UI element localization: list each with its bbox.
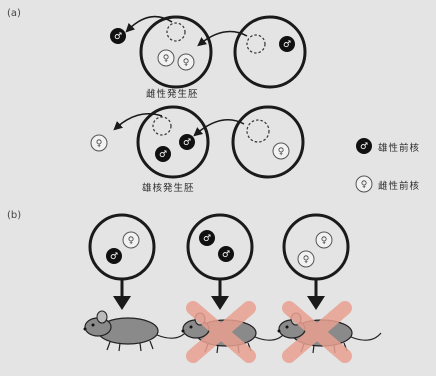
- donor-empty-slot-2: [247, 120, 269, 142]
- gynogenote-arrow: [307, 279, 325, 310]
- normal-zygote: [90, 215, 154, 279]
- expelled-female-pronucleus: [91, 135, 107, 151]
- recipient-male-pronucleus-1: [179, 134, 195, 150]
- donor-male-pronucleus: [279, 36, 295, 52]
- androgenote-construction: [91, 107, 303, 177]
- androgenote-caption: 雄核発生胚: [142, 180, 195, 194]
- recipient-female-pronucleus-2: [178, 54, 194, 70]
- recipient-male-pronucleus-2: [155, 146, 171, 162]
- androgenote-recipient-zygote: [138, 107, 208, 177]
- legend-female-label: 雌性前核: [378, 178, 420, 192]
- legend-male-symbol: [356, 138, 372, 154]
- normal-zygote-arrow: [113, 279, 131, 310]
- gynogenote-caption: 雌性発生胚: [146, 86, 199, 100]
- legend-male-label: 雄性前核: [378, 140, 420, 154]
- recipient-female-pronucleus-1: [158, 50, 174, 66]
- donor-empty-slot: [247, 35, 265, 53]
- normal-mouse: [84, 311, 188, 351]
- androgenote-donor-zygote: [233, 107, 303, 177]
- panel-b-label: (b): [7, 210, 21, 221]
- expelled-male-pronucleus: [110, 28, 126, 44]
- gynogenote-zygote: [284, 215, 348, 279]
- gynogenote-donor-zygote: [235, 17, 305, 87]
- removed-nucleus-slot: [167, 23, 185, 41]
- legend-female-symbol: [356, 176, 372, 192]
- donor-female-pronucleus: [273, 143, 289, 159]
- androgenote-zygote: [188, 215, 252, 279]
- androgenote-arrow: [211, 279, 229, 310]
- panel-a-label: (a): [7, 8, 21, 19]
- gynogenote-construction: [110, 17, 305, 87]
- gynogenote-recipient-zygote: [141, 17, 211, 87]
- removed-nucleus-slot-2: [153, 117, 171, 135]
